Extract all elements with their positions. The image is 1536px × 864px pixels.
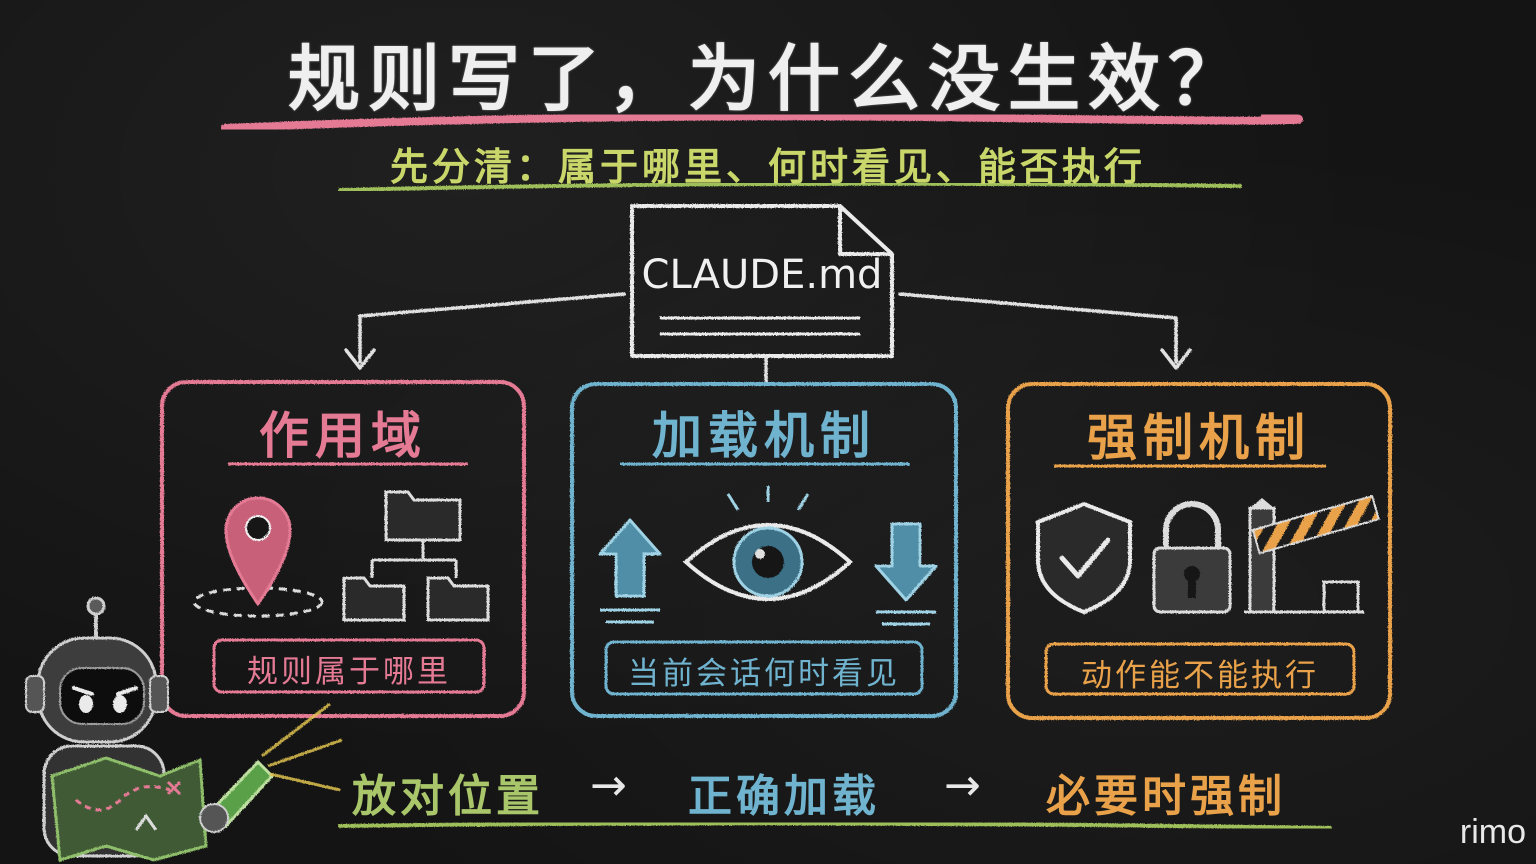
panel-loading-title: 加载机制 — [652, 407, 876, 465]
eye-icon — [683, 486, 853, 601]
panel-enforce-caption: 动作能不能执行 — [1081, 658, 1319, 694]
flow-step-load: 正确加载 — [688, 771, 880, 822]
flow-step-enforce: 必要时强制 — [1046, 771, 1286, 822]
title-underline — [221, 112, 1303, 132]
folder-tree-icon — [342, 490, 490, 622]
flow-step-place: 放对位置 — [352, 771, 544, 822]
barrier-gate-icon — [1244, 494, 1380, 614]
subtitle-underline — [338, 181, 1242, 192]
robot-mascot-icon — [25, 596, 343, 862]
upload-arrow-icon — [598, 518, 662, 624]
map-pin-icon — [192, 496, 324, 618]
panel-scope-caption: 规则属于哪里 — [247, 654, 451, 690]
download-arrow-icon — [874, 522, 938, 626]
page-subtitle: 先分清：属于哪里、何时看见、能否执行 — [389, 145, 1146, 189]
watermark: rimo — [1459, 813, 1526, 851]
claude-md-file-icon — [630, 204, 894, 358]
shield-check-icon — [1036, 501, 1132, 615]
panel-loading-frame — [570, 382, 958, 718]
page-title: 规则写了，为什么没生效？ — [287, 37, 1248, 121]
file-label: CLAUDE.md — [641, 252, 883, 298]
padlock-icon — [1152, 501, 1232, 614]
flow-arrow-2: → — [944, 760, 981, 811]
flow-underline — [338, 821, 1332, 830]
panel-scope-frame — [160, 380, 526, 718]
panel-loading-caption: 当前会话何时看见 — [628, 656, 900, 692]
panel-enforce-frame — [1006, 382, 1392, 720]
flow-arrow-1: → — [590, 760, 627, 811]
connector-arrows — [344, 292, 1192, 384]
panel-enforce-title: 强制机制 — [1087, 409, 1311, 467]
panel-scope-title: 作用域 — [259, 407, 427, 465]
